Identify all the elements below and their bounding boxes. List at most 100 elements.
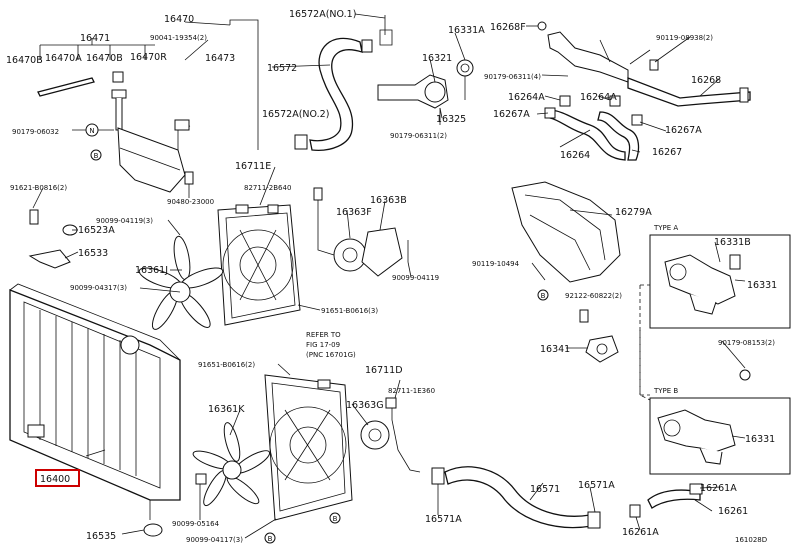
radiator-support-cushion xyxy=(143,523,163,537)
part-number-label: 16571A xyxy=(578,480,615,491)
marker-b: B xyxy=(541,292,546,300)
heat-insulator-16279a xyxy=(511,181,621,283)
part-number-highlighted: 16400 xyxy=(40,474,70,485)
part-number-label: 16268 xyxy=(691,75,721,86)
part-number-label: 16331B xyxy=(714,237,751,248)
bypass-pipe-flange xyxy=(547,31,629,83)
upper-hose-group xyxy=(294,15,393,151)
part-number-label: 16535 xyxy=(86,531,116,542)
part-number-label: 16341 xyxy=(540,344,570,355)
part-number-label: 16363G xyxy=(346,400,384,411)
part-number-label: 16331 xyxy=(747,280,777,291)
part-number-label: 90119-08938(2) xyxy=(656,34,713,42)
part-number-label: 16279A xyxy=(615,207,652,218)
part-number-label: 16711D xyxy=(365,365,403,376)
water-inlet-type-b xyxy=(657,409,736,453)
hose-clamp-no1 xyxy=(361,39,373,53)
clip-part xyxy=(112,71,124,83)
part-number-label: 16261A xyxy=(622,527,659,538)
part-number-label: 90119-10494 xyxy=(472,260,520,268)
part-number-label: 92122-60822(2) xyxy=(565,292,622,300)
part-number-label: 90179-08153(2) xyxy=(718,339,775,347)
part-number-label: 16571A xyxy=(425,514,462,525)
hose-clamp-no2 xyxy=(294,134,308,150)
part-number-label: 16261A xyxy=(700,483,737,494)
marker-n: N xyxy=(89,127,94,135)
part-number-label: 16361J xyxy=(135,265,168,276)
part-number-label: 16325 xyxy=(436,114,466,125)
part-number-label: 90179-06032 xyxy=(12,128,59,136)
part-number-label: 82711-1E360 xyxy=(388,387,435,395)
part-number-label: 91651-B0616(2) xyxy=(198,361,255,369)
water-bypass-pipe xyxy=(627,77,751,107)
type-a-box xyxy=(649,234,791,329)
bypass-pipe-group xyxy=(537,21,751,161)
tank-bracket xyxy=(174,119,190,131)
fan-shroud-lower-group xyxy=(192,374,421,521)
part-number-label: 16572A(NO.2) xyxy=(262,109,329,120)
part-number-label: 16572A(NO.1) xyxy=(289,9,356,20)
part-number-label: 91651-B0616(3) xyxy=(321,307,378,315)
part-number-label: 16470B xyxy=(6,55,43,66)
type-label: TYPE B xyxy=(653,387,678,395)
part-number-label: 16363F xyxy=(336,207,372,218)
part-number-label: 16363B xyxy=(370,195,407,206)
part-number-label: 90099-05164 xyxy=(172,520,220,528)
part-number-label: 90099-04117(3) xyxy=(186,536,243,544)
part-number-label: 16261 xyxy=(718,506,748,517)
part-labels: 16470 16572A(NO.1) 16331A 16268F 90119-0… xyxy=(6,9,777,544)
part-number-label: 16267A xyxy=(665,125,702,136)
marker-b: B xyxy=(94,152,99,160)
part-number-label: 82711-2B640 xyxy=(244,184,291,192)
part-number-label: 16264 xyxy=(560,150,590,161)
part-number-label: 16470B xyxy=(86,53,123,64)
lower-radiator-hose-16571 xyxy=(444,466,593,529)
refer-pnc: (PNC 16701G) xyxy=(306,351,356,359)
radiator-bracket-16533 xyxy=(28,249,71,269)
bypass-hose-16267 xyxy=(597,111,640,161)
radiator-cap xyxy=(120,335,140,355)
part-number-label: 16267A xyxy=(493,109,530,120)
type-label: TYPE A xyxy=(653,224,678,232)
hose-clamp-16571a xyxy=(431,467,445,485)
refer-note: REFER TO xyxy=(306,331,341,339)
marker-b: B xyxy=(268,535,273,543)
fan-motor-16363f xyxy=(333,238,367,272)
part-number-label: 16264A xyxy=(508,92,545,103)
radiator-group xyxy=(9,209,181,537)
part-number-label: 16533 xyxy=(78,248,108,259)
part-number-label: 16331A xyxy=(448,25,485,36)
part-number-label: 90480-23000 xyxy=(167,198,214,206)
cooling-fan-16361j xyxy=(138,235,224,330)
reservoir-tank-group: N B xyxy=(37,19,259,198)
hose-16261 xyxy=(647,489,701,509)
marker-b: B xyxy=(333,515,338,523)
type-b-box xyxy=(649,397,791,475)
catalog-code: 161028D xyxy=(735,536,767,544)
part-number-label: 90179-06311(2) xyxy=(390,132,447,140)
part-number-label: 16473 xyxy=(205,53,235,64)
motor-bracket-16363b xyxy=(361,227,403,277)
leader-lines xyxy=(32,13,746,539)
part-number-label: 16267 xyxy=(652,147,682,158)
part-number-label: 16470 xyxy=(164,14,194,25)
gasket-16341 xyxy=(585,335,619,363)
lower-hose-group xyxy=(431,466,703,529)
part-number-label: 90099-04119(3) xyxy=(96,217,153,225)
part-number-label: 90099-04317(3) xyxy=(70,284,127,292)
tank-cap xyxy=(111,89,127,99)
part-number-label: 16572 xyxy=(267,63,297,74)
reservoir-tank xyxy=(117,127,186,193)
highlight-box xyxy=(35,469,80,487)
fan-motor-16363g xyxy=(360,420,390,450)
part-number-label: 16331 xyxy=(745,434,775,445)
part-number-label: 91621-B0816(2) xyxy=(10,184,67,192)
upper-radiator-hose xyxy=(309,37,363,151)
part-number-label: 16470A xyxy=(45,53,82,64)
refer-fig: FIG 17-09 xyxy=(306,341,340,349)
fan-shroud-16711e xyxy=(217,204,301,326)
bypass-hose-16264 xyxy=(549,109,626,161)
part-number-label: 16571 xyxy=(530,484,560,495)
thermostat xyxy=(456,59,474,77)
